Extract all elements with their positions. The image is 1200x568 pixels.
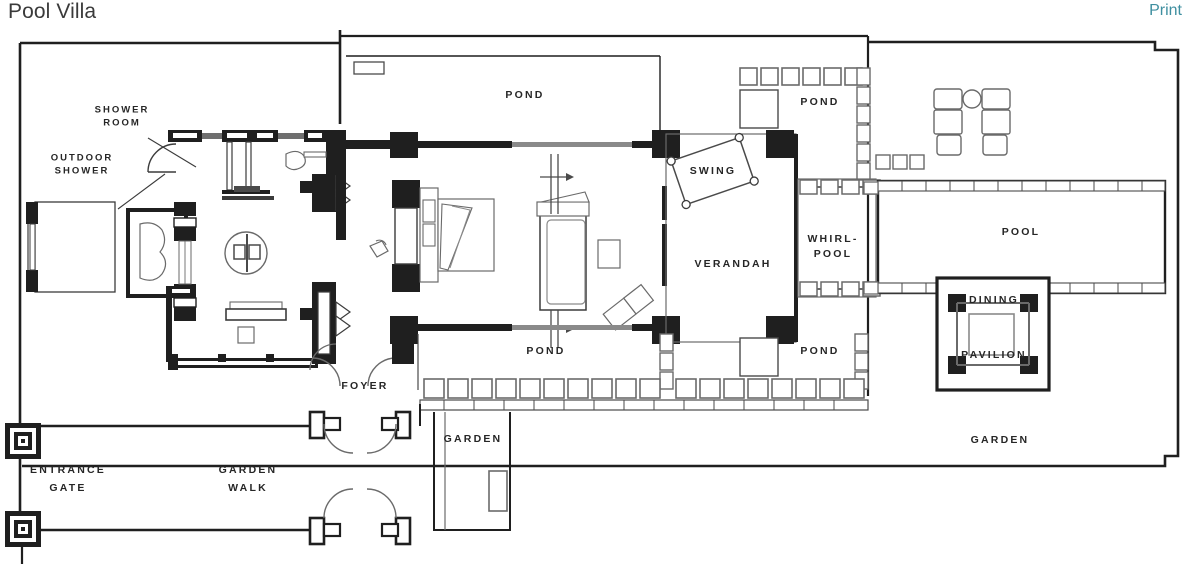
label-line: OUTDOOR	[51, 153, 114, 164]
plan-labels: SHOWER ROOM OUTDOOR SHOWER POND POND SWI…	[30, 89, 1041, 494]
label-outdoor-shower: OUTDOOR SHOWER	[51, 153, 114, 177]
label-pond-bot-right: POND	[800, 345, 839, 357]
label-line: POOL	[814, 248, 853, 260]
gate-post-upper	[5, 423, 41, 459]
site-boundary	[18, 30, 1180, 564]
foyer-garden-walk	[22, 316, 421, 546]
pond-top-right-area	[739, 67, 925, 181]
label-pond-top-right: POND	[800, 96, 839, 108]
label-foyer: FOYER	[341, 380, 388, 392]
label-line: WHIRL-	[807, 233, 858, 245]
label-dining: DINING	[969, 294, 1019, 306]
label-swing: SWING	[690, 165, 737, 177]
verandah-area	[665, 130, 798, 344]
print-link[interactable]: Print	[1149, 2, 1182, 19]
floor-plan-container: SHOWER ROOM OUTDOOR SHOWER POND POND SWI…	[0, 24, 1200, 568]
label-line: GARDEN	[219, 464, 278, 476]
outdoor-shower-enclosure	[26, 173, 166, 293]
bedroom-pavilion-walls	[336, 130, 680, 344]
stone-path-vertical-top	[856, 67, 871, 181]
stepping-stones-top	[739, 67, 863, 86]
deck-band	[419, 399, 869, 411]
label-whirl-pool: WHIRL- POOL	[807, 233, 858, 260]
swing-furniture	[666, 132, 759, 210]
label-verandah: VERANDAH	[694, 258, 771, 270]
stepping-stone-row-bottom	[423, 378, 865, 399]
label-line: GATE	[49, 482, 86, 494]
label-garden-walk: GARDEN WALK	[219, 464, 278, 494]
floor-plan-drawing: SHOWER ROOM OUTDOOR SHOWER POND POND SWI…	[5, 30, 1180, 564]
pool-area	[863, 179, 1167, 295]
gate-post-lower	[5, 511, 41, 547]
label-line: ENTRANCE	[30, 464, 106, 476]
label-pool: POOL	[1002, 226, 1041, 238]
bathroom-fixtures	[166, 231, 318, 370]
central-garden-court	[433, 412, 1165, 531]
label-garden-right: GARDEN	[971, 434, 1030, 446]
sun-lounger-group	[933, 88, 1011, 156]
label-entrance-gate: ENTRANCE GATE	[30, 464, 106, 494]
dining-pavilion	[935, 276, 1051, 392]
pool-coping-top	[877, 180, 1166, 192]
label-line: SHOWER	[95, 105, 150, 116]
page-header: Pool Villa Print	[0, 0, 1200, 34]
label-pond-bot-left: POND	[526, 345, 565, 357]
page-title: Pool Villa	[8, 0, 97, 23]
label-pond-top-left: POND	[505, 89, 544, 101]
label-line: ROOM	[103, 118, 141, 129]
label-line: SHOWER	[55, 166, 110, 177]
label-line: WALK	[228, 482, 268, 494]
label-pavilion: PAVILION	[961, 349, 1027, 361]
label-garden-center: GARDEN	[444, 433, 503, 445]
stone-path-vertical-bottom	[659, 333, 674, 390]
pond-top-left-area	[346, 55, 661, 134]
bathroom-block	[126, 202, 197, 321]
label-shower-room: SHOWER ROOM	[95, 105, 150, 129]
entrance-gate-posts	[5, 423, 41, 547]
small-squares-row	[875, 154, 925, 170]
